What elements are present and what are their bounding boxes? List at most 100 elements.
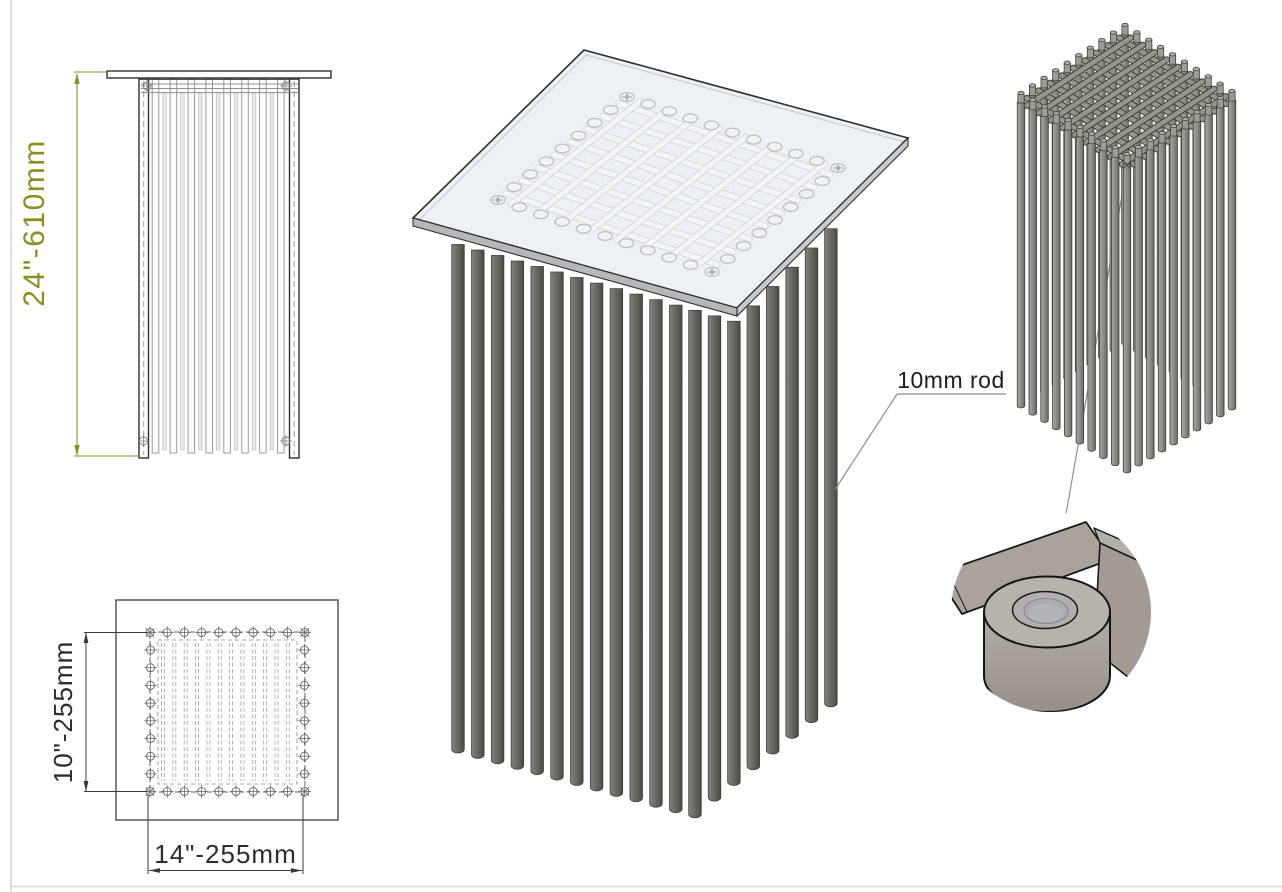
rod-tip-cap: [1041, 104, 1049, 109]
frame-rod: [1181, 127, 1190, 439]
rod-tip-cap: [1228, 88, 1236, 94]
rod-tip-cap: [1158, 130, 1166, 136]
table-rod: [669, 304, 683, 814]
rod-tip-cap: [1204, 74, 1212, 79]
rod-tip-cap: [1111, 145, 1119, 150]
table-rod: [804, 247, 819, 723]
frame-front-rods: [1016, 99, 1237, 474]
rod-tip-cap: [1192, 66, 1200, 72]
glass-grid-bar: [640, 143, 775, 252]
rod-tip-cap: [1086, 45, 1094, 50]
rod: [241, 78, 249, 454]
rod-tip-cap: [1169, 52, 1177, 57]
height-dimension-text: 24"-610mm: [18, 139, 51, 307]
rod-tip-cap: [1216, 95, 1224, 101]
rod-hole: [522, 169, 539, 180]
rod-tip-cap: [1075, 53, 1083, 58]
glass-grid-bar: [666, 152, 801, 261]
frame-rod: [1075, 135, 1085, 445]
rod-hole: [703, 120, 720, 131]
frame-rod: [1169, 134, 1178, 446]
glass-grid-bar: [600, 113, 817, 190]
rod-tip-cap: [1181, 116, 1189, 122]
table-rod: [609, 288, 624, 797]
rod-frame-isometric-view: [1016, 22, 1237, 515]
back-rod: [233, 92, 239, 451]
corner-target: [495, 197, 501, 203]
marker-x: [145, 628, 155, 637]
frame-rod: [1192, 120, 1202, 432]
rod-tip-cap: [1146, 137, 1154, 143]
back-rod: [162, 92, 167, 451]
rod-hole: [735, 241, 752, 252]
table-rod: [766, 286, 780, 755]
table-rod: [589, 282, 604, 792]
rod-tip-cap: [1205, 102, 1213, 108]
rod-tip-cap: [1029, 83, 1037, 88]
rod: [277, 78, 285, 454]
glass-grid-bar: [568, 139, 785, 216]
rod: [205, 78, 213, 454]
glass-grid-bar: [693, 161, 828, 270]
corner-target: [835, 165, 841, 171]
detail-bore-inner: [1028, 603, 1064, 623]
back-rod: [251, 92, 257, 451]
corner-target: [709, 269, 715, 275]
rod-hole: [682, 259, 699, 270]
elevation-rods: [138, 77, 300, 459]
table-rod: [510, 260, 525, 770]
depth-dimension-text: 10"-255mm: [48, 641, 78, 784]
elevation-grid-band: [137, 78, 299, 447]
rod-tip-cap: [1216, 81, 1224, 86]
rod-hole: [809, 155, 825, 166]
rod-tip-cap: [1052, 111, 1060, 116]
frame-rod-tips: [1017, 22, 1236, 165]
table-rod: [688, 310, 702, 819]
marker-x: [300, 787, 310, 796]
frame-rod: [1157, 141, 1167, 453]
glass-left-thickness-line: [416, 54, 587, 223]
under-glass-rod-grid: [490, 91, 846, 278]
elevation-glass-top: [106, 70, 332, 79]
glass-grid-bar: [587, 125, 722, 234]
back-rod: [198, 92, 203, 451]
height-dimension: 24"-610mm: [18, 71, 138, 457]
rod-hole: [745, 134, 762, 145]
rod-tip-cap: [1180, 59, 1188, 64]
rod-tip-cap: [1121, 22, 1129, 28]
table-rod: [629, 293, 643, 803]
frame-rod: [1227, 99, 1237, 411]
frame-rod: [1134, 155, 1143, 467]
rod-tip-cap: [1135, 144, 1143, 150]
rod-hole: [682, 113, 699, 124]
rod: [223, 78, 231, 454]
glass-back-thickness-line: [585, 54, 906, 143]
glass-grid-bar: [503, 191, 720, 268]
rod-hole: [532, 209, 549, 220]
table-rod: [550, 271, 564, 781]
rod-tip-cap: [1157, 44, 1165, 50]
frame-rod: [1216, 106, 1225, 418]
rod-tip-cap: [1052, 68, 1060, 73]
plan-inner-frame-outline: [157, 639, 298, 785]
glass-edge-front-right: [736, 136, 909, 318]
back-rod: [269, 92, 275, 451]
grid-bar: [1072, 64, 1181, 138]
rod: [259, 78, 267, 454]
grid-bar: [1084, 72, 1193, 145]
glass-grid-bar: [614, 134, 749, 243]
corner-target: [624, 94, 630, 100]
rod-tip-cap: [1017, 90, 1025, 96]
back-rod: [180, 92, 185, 451]
rod-tip-cap: [1040, 75, 1048, 80]
width-dimension-text: 14"-255mm: [154, 839, 297, 869]
table-rod: [785, 266, 799, 739]
rod-hole: [554, 143, 571, 154]
rod-hole: [719, 254, 736, 265]
frame-rod: [1204, 113, 1213, 425]
rod-tip-cap: [1133, 30, 1141, 35]
frame-rod: [1099, 149, 1108, 459]
glass-grid-bar: [616, 100, 833, 177]
